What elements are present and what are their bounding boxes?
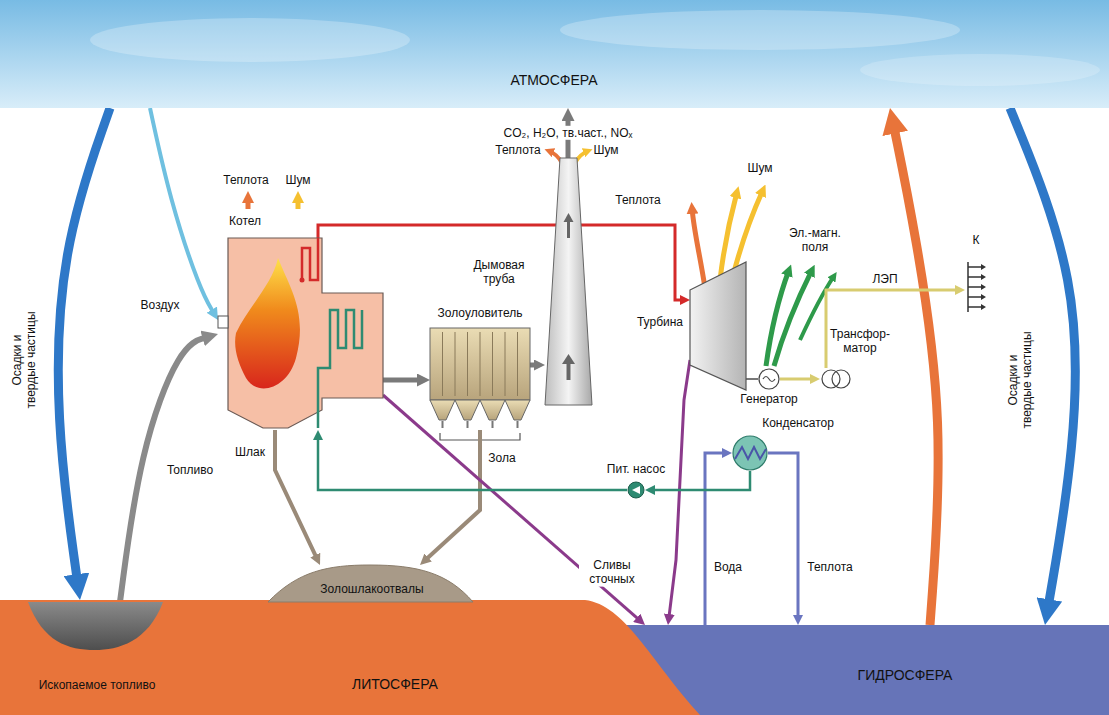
connector-label: ЛЭП [870,272,899,286]
heat-arrow [692,208,705,288]
connector [768,453,798,618]
ash-dump-pile: Золошлакоотвалы [268,565,473,602]
ash-collector-outline [430,328,530,430]
connector [530,363,537,368]
node-label: Ископаемое топливо [39,678,156,692]
fossil-fuel-deposit-outline [28,602,163,652]
node-label: АТМОСФЕРА [510,72,597,89]
connector [383,378,421,383]
feed-pump: Пит. насос [627,481,645,499]
connector-label: Топливо [167,463,213,477]
chimney: Дымовая труба [545,158,592,405]
condenser: Конденсатор [732,435,768,471]
connector-label: Шлак [235,445,265,459]
connector [669,360,690,617]
connector-label: Осадки и твердые частицы [1006,330,1035,430]
transformer-symbol: Трансфор- матор [820,368,852,390]
connector-label: Воздух [141,298,180,312]
connector-label: Зола [488,451,515,465]
turbine-outline [690,262,746,390]
generator-symbol-outline [758,368,780,390]
atmosphere-band: АТМОСФЕРА [0,0,1109,108]
fossil-fuel-deposit: Ископаемое топливо [28,602,163,652]
node-label: Золоуловитель [438,306,523,320]
ash-collector: Золоуловитель [430,328,530,430]
lithosphere-band: ЛИТОСФЕРА Ископаемое топливо [0,600,700,715]
em-field-arrow [774,270,812,366]
noise-arrow [296,197,301,209]
turbine: Турбина [690,262,746,390]
connector [705,453,725,625]
annotation-label: Шум [285,173,310,187]
annotation-label: Эл.-магн. поля [783,226,847,255]
heat-arrow [246,197,251,209]
node-label: Пит. насос [607,462,665,476]
annotation-label: Теплота [615,193,660,207]
connector [426,430,480,560]
noise-arrow [734,190,763,272]
connector-label: Вода [714,560,742,574]
chimney-outline [545,158,592,405]
node-label: Дымовая труба [463,258,535,287]
connector [318,225,683,300]
annotation-label: Теплота [223,173,268,187]
generator-symbol: Генератор [758,368,780,390]
annotation-label: Теплота [495,143,540,157]
connector [150,108,214,313]
node-label: Золошлакоотвалы [320,582,423,596]
connector [1010,108,1076,607]
transformer-symbol-outline [820,368,852,390]
node-label: ГИДРОСФЕРА [858,667,953,684]
node-label: Трансфор- матор [829,327,891,356]
connector [275,430,317,558]
connector-label: Теплота [807,560,852,574]
connector-label: Сливы сточных [579,558,645,587]
node-label: Конденсатор [762,416,834,430]
consumer-symbol: К [965,262,987,312]
node-label: Турбина [637,315,683,329]
connector [780,378,813,381]
node-label: Котел [229,214,261,228]
annotation-label: Шум [747,161,772,175]
connector-label: CO₂, H₂O, тв.част., NOₓ [502,126,635,140]
node-label: ЛИТОСФЕРА [352,676,438,693]
node-label: Генератор [740,392,797,406]
annotation-label: Шум [593,143,618,157]
consumer-symbol-outline [965,262,987,312]
condenser-outline [732,435,768,471]
connector [894,126,939,625]
connector [58,108,110,582]
connector [746,378,758,380]
boiler-outline [218,238,383,430]
feed-pump-outline [627,481,645,499]
connector-label: Осадки и твердые частицы [10,310,39,410]
connector [652,471,750,490]
em-field-arrow [800,276,834,340]
connector [826,290,958,368]
atmosphere-band-outline [0,0,1109,108]
node-label: К [973,233,980,247]
connector [318,437,627,490]
boiler: Котел [218,238,383,430]
